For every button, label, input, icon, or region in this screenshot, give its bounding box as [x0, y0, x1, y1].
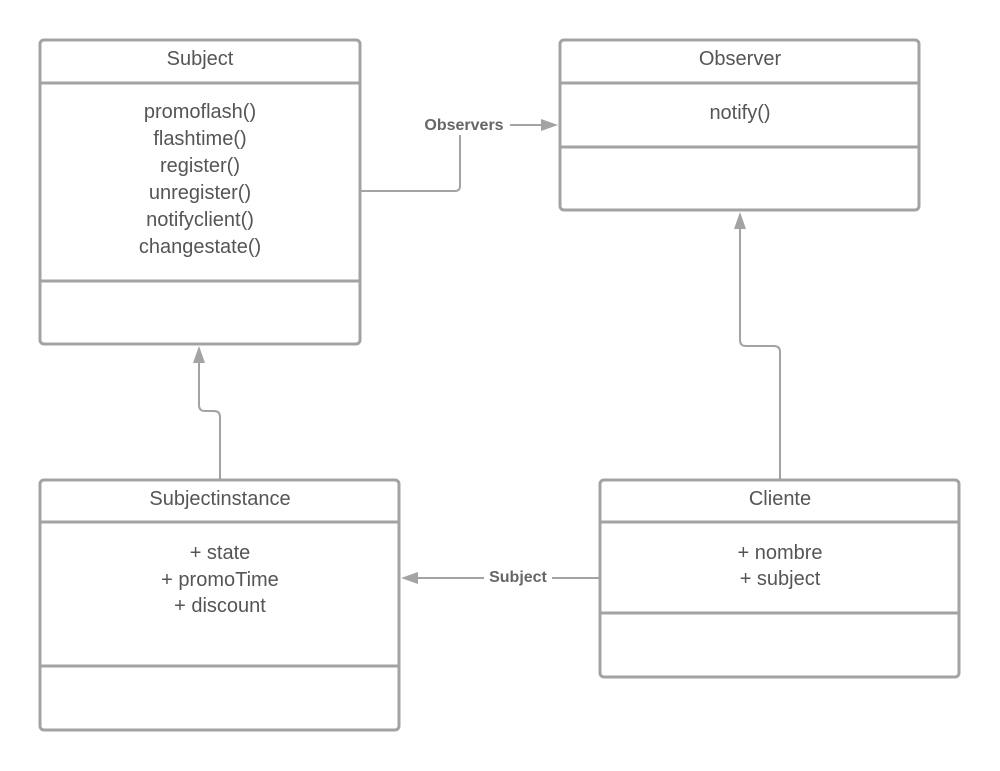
class-name: Subjectinstance [149, 488, 290, 510]
class-member: changestate() [139, 236, 261, 258]
class-member: + promoTime [161, 569, 279, 591]
class-cliente[interactable]: Cliente + nombre + subject [598, 478, 961, 679]
subject-relation-label: Subject [489, 569, 547, 586]
observers-relation-label: Observers [424, 117, 503, 134]
arrowhead-to-observer [541, 119, 558, 131]
class-observer[interactable]: Observer notify() [558, 38, 921, 212]
class-member: promoflash() [144, 101, 256, 123]
class-subjectinstance[interactable]: Subjectinstance + state + promoTime + di… [38, 478, 401, 732]
class-member: notify() [709, 102, 770, 124]
arrowhead-to-observer-from-cliente [734, 212, 746, 229]
class-member: + state [190, 542, 251, 564]
class-subject[interactable]: Subject promoflash() flashtime() registe… [38, 38, 362, 346]
class-member: flashtime() [153, 128, 246, 150]
class-member: + nombre [737, 542, 822, 564]
class-name: Observer [699, 48, 782, 70]
class-name: Subject [167, 48, 234, 70]
class-member: + subject [740, 568, 821, 590]
connector-subjectinstance-to-subject [193, 346, 221, 479]
arrowhead-to-subjectinstance [401, 572, 418, 584]
class-member: unregister() [149, 182, 251, 204]
class-member: register() [160, 155, 240, 177]
class-member: notifyclient() [146, 209, 254, 231]
connector-cliente-to-observer [734, 212, 781, 479]
class-name: Cliente [749, 488, 811, 510]
class-member: + discount [174, 595, 266, 617]
arrowhead-to-subject [193, 346, 205, 363]
